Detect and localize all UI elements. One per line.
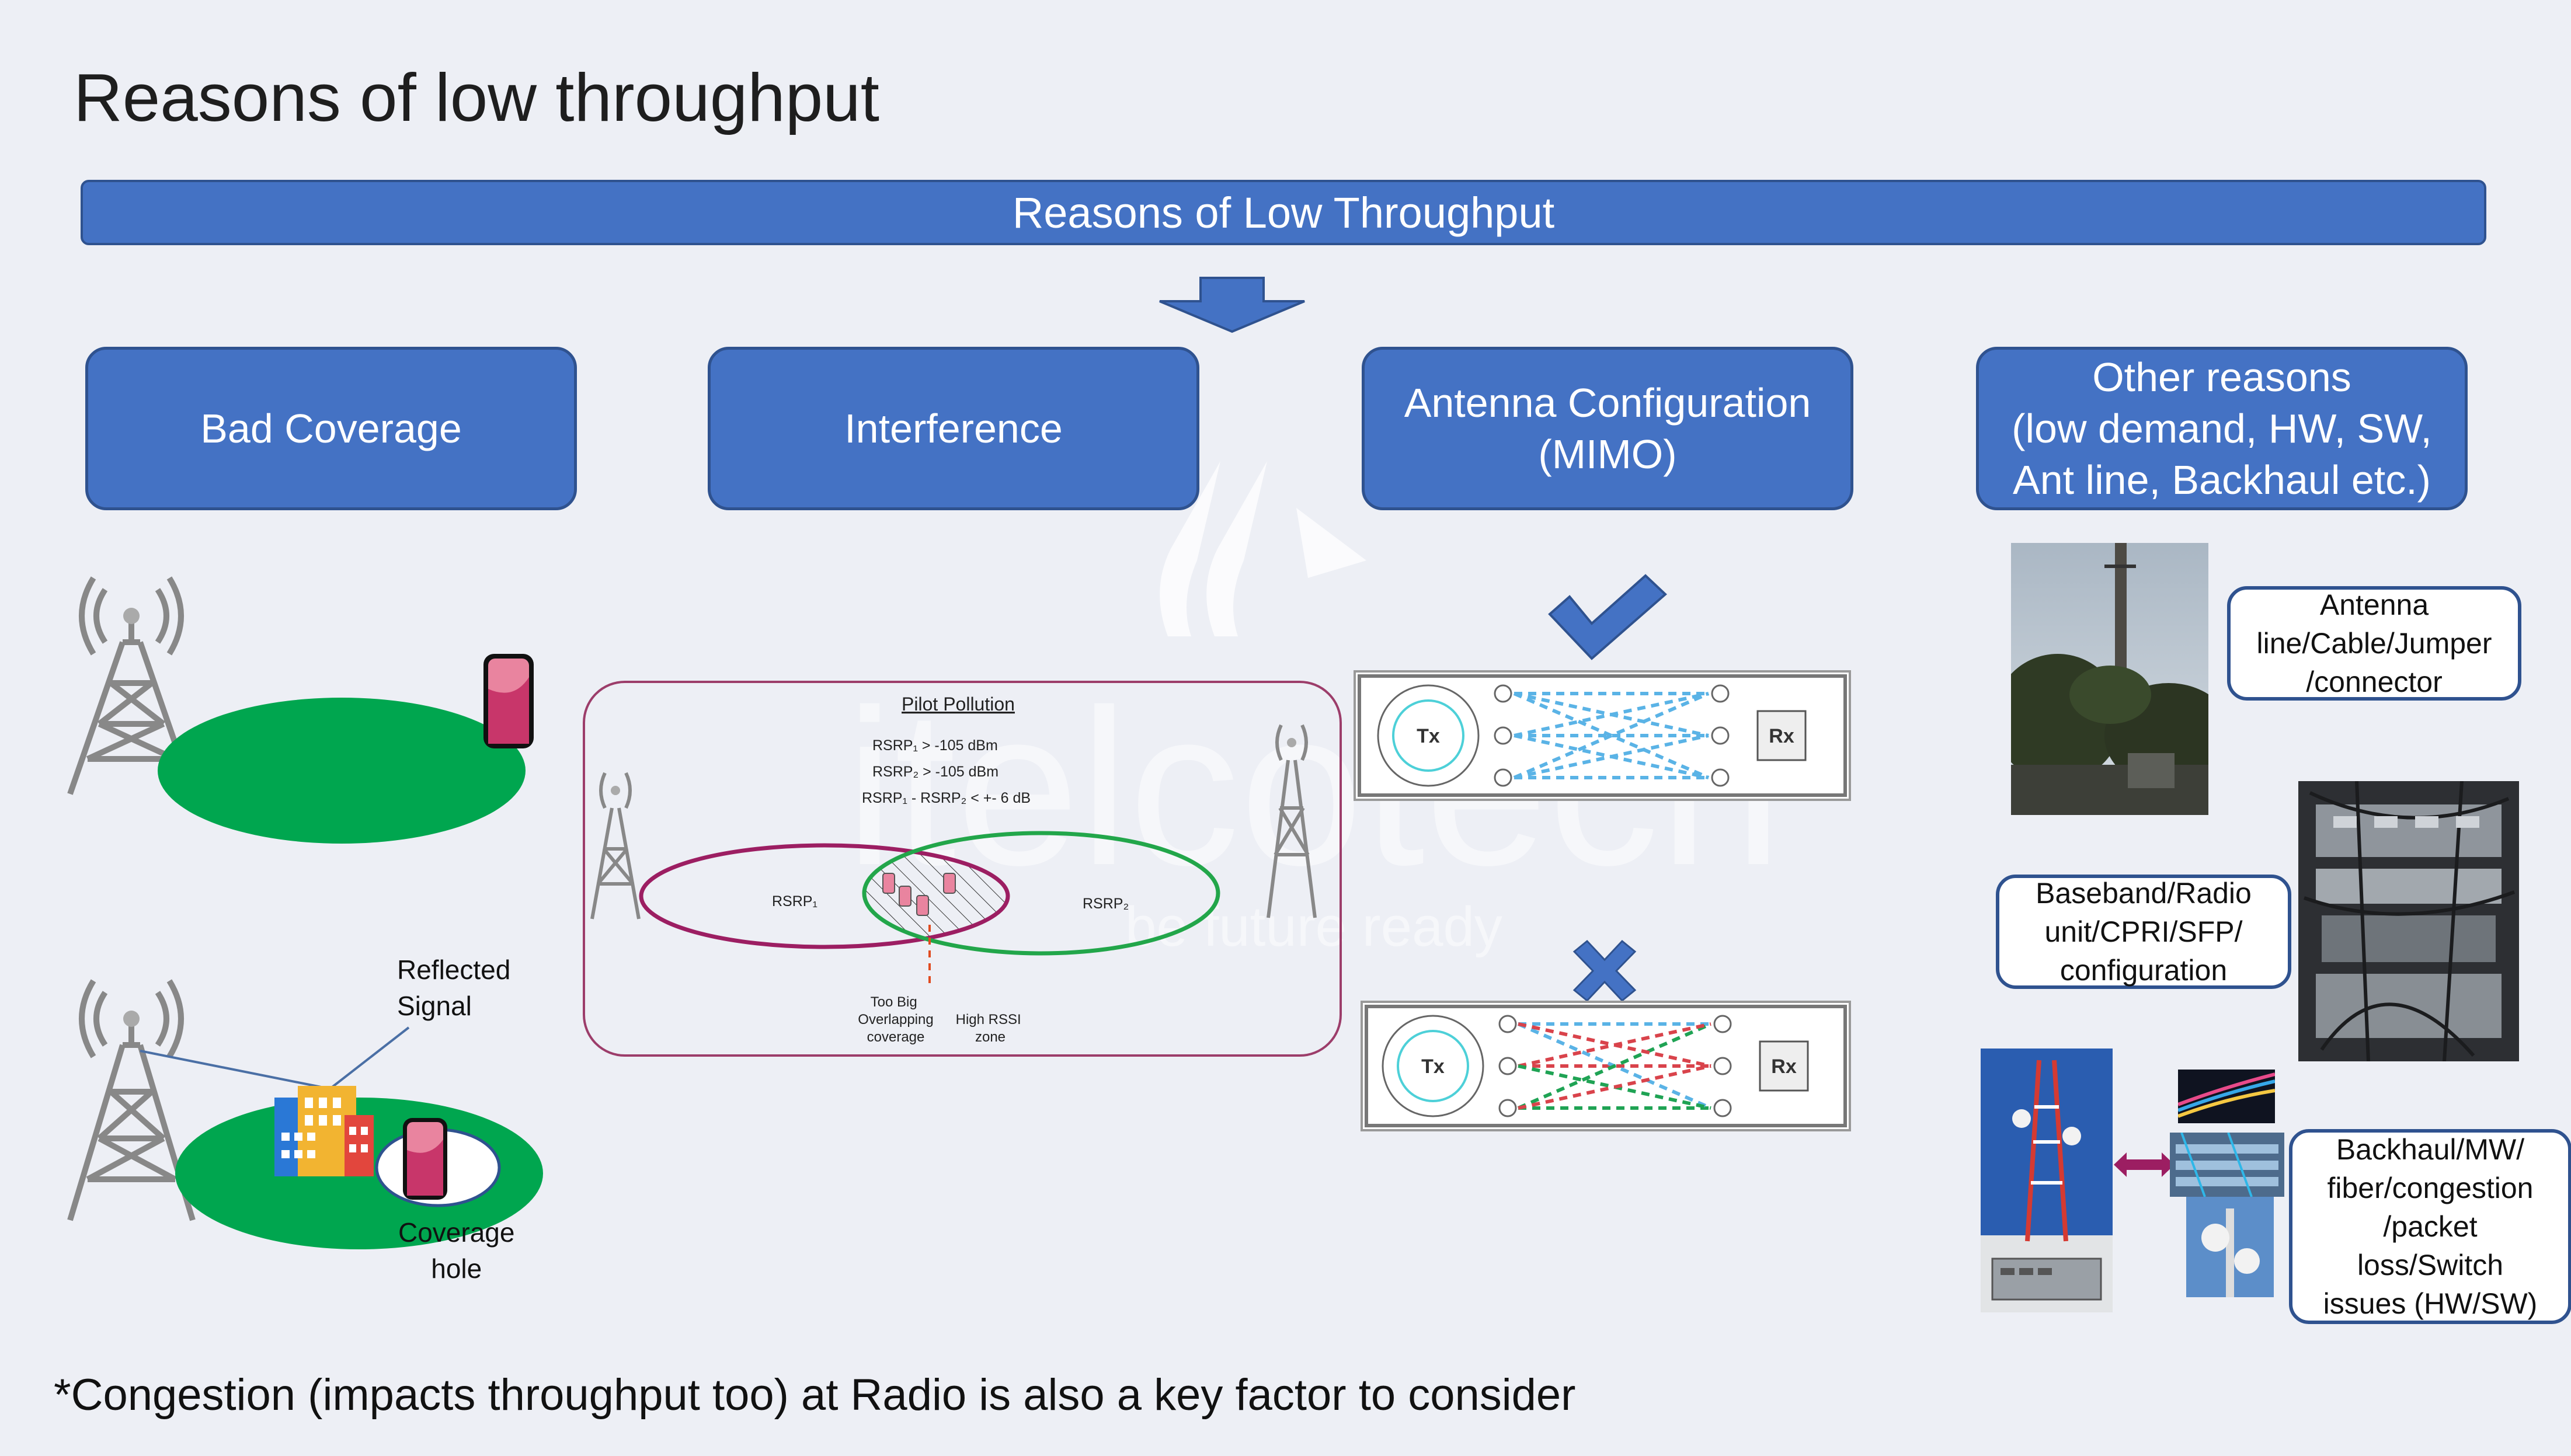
rsrp1-label: RSRP₁ bbox=[772, 893, 817, 910]
rsrp2-label: RSRP₂ bbox=[1083, 896, 1129, 912]
antenna-pole-photo bbox=[2011, 543, 2208, 815]
rssi-label: High RSSI zone bbox=[956, 1012, 1025, 1045]
microwave-photo bbox=[2186, 1197, 2274, 1297]
condition-3: RSRP₁ - RSRP₂ < +- 6 dB bbox=[862, 790, 1031, 806]
category-other-reasons: Other reasons (low demand, HW, SW, Ant l… bbox=[1976, 347, 2468, 510]
pilot-pollution-frame bbox=[583, 681, 1342, 1057]
rsrp1-area bbox=[639, 843, 1010, 949]
banner: Reasons of Low Throughput bbox=[81, 180, 2486, 245]
mimo-bad-diagram: Tx Rx bbox=[1361, 1001, 1851, 1131]
check-icon bbox=[1548, 574, 1667, 660]
condition-1: RSRP₁ > -105 dBm bbox=[872, 737, 998, 754]
phone-icon bbox=[882, 873, 956, 916]
category-interference: Interference bbox=[708, 347, 1199, 510]
tx-label: Tx bbox=[1417, 725, 1440, 747]
footnote: *Congestion (impacts throughput too) at … bbox=[54, 1370, 1576, 1420]
phone-icon bbox=[483, 654, 534, 748]
rx-label: Rx bbox=[1769, 725, 1794, 747]
rx-label: Rx bbox=[1771, 1056, 1797, 1078]
pilot-pollution-title: Pilot Pollution bbox=[902, 694, 1015, 715]
cross-icon bbox=[1572, 939, 1637, 1002]
category-bad-coverage: Bad Coverage bbox=[85, 347, 577, 510]
coverage-diagram bbox=[67, 576, 543, 1249]
reflected-signal-label: Reflected Signal bbox=[397, 955, 511, 1021]
down-arrow-icon bbox=[1159, 277, 1305, 333]
condition-2: RSRP₂ > -105 dBm bbox=[872, 764, 999, 780]
coverage-area bbox=[158, 698, 526, 844]
antenna-line-callout: Antenna line/Cable/Jumper /connector bbox=[2227, 586, 2521, 701]
pilot-pollution-diagram: Pilot Pollution RSRP₁ > -105 dBm RSRP₂ >… bbox=[583, 681, 1342, 1057]
mimo-good-diagram: Tx Rx bbox=[1354, 670, 1851, 801]
fiber-photo bbox=[2178, 1070, 2275, 1123]
double-arrow-icon bbox=[2114, 1152, 2175, 1177]
cell-tower-icon bbox=[590, 772, 641, 919]
baseband-rack-photo bbox=[2298, 781, 2519, 1061]
buildings-icon bbox=[274, 1086, 374, 1176]
cell-tower-icon bbox=[1267, 724, 1317, 918]
backhaul-tower-photo bbox=[1981, 1049, 2113, 1312]
category-antenna-configuration: Antenna Configuration (MIMO) bbox=[1362, 347, 1853, 510]
tx-label: Tx bbox=[1421, 1056, 1445, 1078]
slide-title: Reasons of low throughput bbox=[74, 60, 879, 135]
cell-tower-icon bbox=[67, 979, 196, 1221]
backhaul-callout: Backhaul/MW/ fiber/congestion /packet lo… bbox=[2289, 1129, 2571, 1324]
coverage-hole-label: Coverage hole bbox=[398, 1217, 515, 1284]
switch-photo bbox=[2170, 1133, 2284, 1197]
baseband-callout: Baseband/Radio unit/CPRI/SFP/ configurat… bbox=[1996, 875, 2291, 989]
phone-icon bbox=[403, 1118, 447, 1200]
rsrp2-area bbox=[862, 831, 1220, 956]
